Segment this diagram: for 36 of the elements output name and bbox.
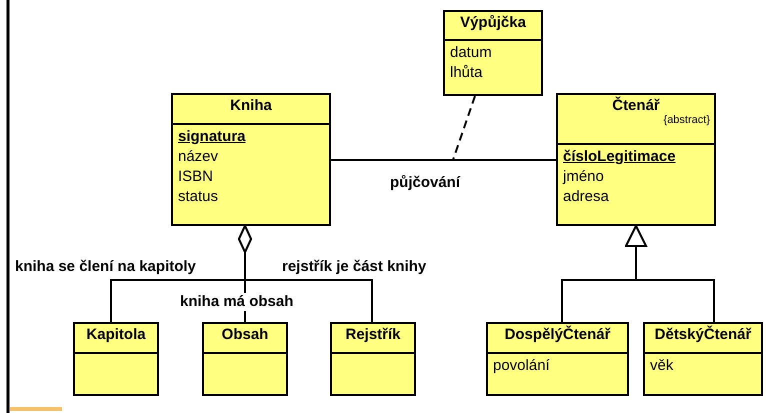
class-box (443, 10, 543, 96)
attribute: jméno (563, 167, 605, 187)
attribute: lhůta (450, 63, 484, 83)
edge-label: rejstřík je část knihy (280, 258, 428, 276)
class-name: Kniha (229, 97, 273, 114)
association-line (331, 159, 556, 161)
edge-label: kniha má obsah (178, 293, 296, 311)
association-line (238, 225, 373, 322)
key-attribute: signatura (178, 127, 247, 147)
attribute: věk (650, 356, 674, 376)
edge-label: půjčování (388, 174, 462, 192)
class-box (330, 322, 416, 396)
class-box (171, 93, 331, 226)
attribute: povolání (493, 356, 551, 376)
key-attribute: čísloLegitimace (563, 147, 677, 167)
stereotype-label: {abstract} (662, 114, 710, 126)
edge-label: kniha se člení na kapitoly (13, 258, 198, 276)
attribute: název (178, 147, 220, 167)
class-box (556, 93, 716, 226)
attribute: datum (450, 43, 493, 63)
class-name: DospělýČtenář (504, 326, 612, 343)
class-box (73, 322, 159, 396)
class-name: Kapitola (85, 326, 147, 343)
class-box (202, 322, 288, 396)
class-name: Čtenář (611, 97, 661, 114)
attribute: adresa (563, 187, 610, 207)
class-box (486, 322, 629, 396)
connector-line (625, 225, 715, 322)
class-box (643, 322, 763, 396)
class-name: DětskýČtenář (654, 326, 752, 343)
class-name: Obsah (220, 326, 270, 343)
class-name: Rejstřík (344, 326, 402, 343)
class-name: Výpůjčka (459, 14, 527, 31)
attribute: ISBN (178, 167, 214, 187)
attribute: status (178, 187, 220, 207)
connector-line (452, 96, 476, 160)
